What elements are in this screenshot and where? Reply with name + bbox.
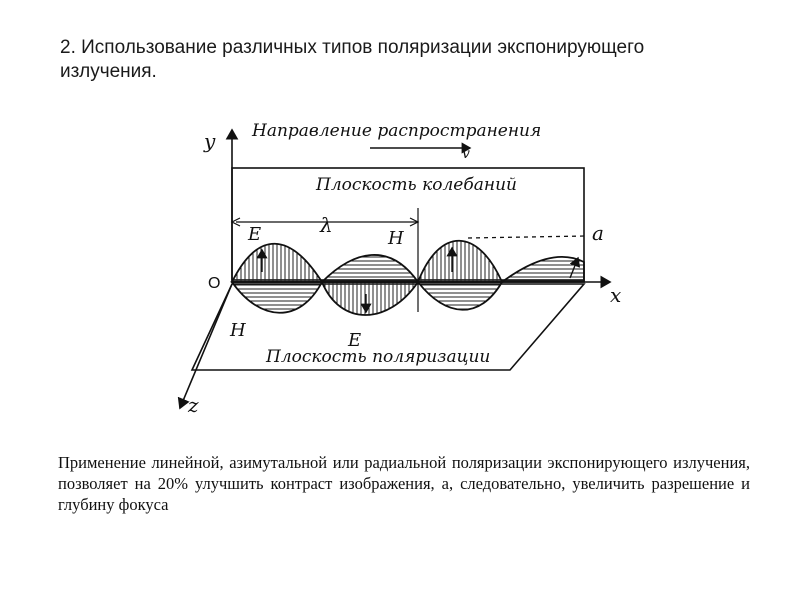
x-axis-label: x	[610, 283, 621, 307]
h-wave-lobe-3	[416, 281, 504, 311]
wave-figure-svg: y Направление распространения v Плоскост…	[177, 121, 621, 417]
polarization-plane-label: Плоскость поляризации	[265, 347, 490, 367]
e-top-label: E	[247, 224, 261, 245]
e-bottom-label: E	[347, 330, 361, 351]
h-bottom-label: H	[229, 320, 246, 341]
velocity-label: v	[462, 146, 470, 162]
origin-label: O	[208, 275, 220, 292]
z-axis-line	[177, 283, 233, 410]
oscillation-plane-label: Плоскость колебаний	[315, 175, 517, 195]
e-wave-lobe-3	[416, 240, 504, 283]
h-wave-lobe-4	[499, 255, 585, 283]
e-wave-lobe-1	[230, 243, 324, 283]
y-axis-label: y	[203, 129, 216, 153]
envelope-dashed-line	[467, 235, 587, 239]
propagation-label: Направление распространения	[251, 121, 541, 141]
polarization-diagram: y Направление распространения v Плоскост…	[140, 112, 640, 432]
e-wave-lobe-2	[320, 281, 420, 316]
lambda-label: λ	[319, 213, 333, 237]
z-axis-label: z	[187, 393, 199, 417]
h-wave-lobe-1	[230, 281, 324, 314]
h-top-label: H	[387, 228, 404, 249]
slide-title: 2. Использование различных типов поляриз…	[60, 37, 645, 82]
h-wave-lobe-2	[319, 254, 420, 283]
a-label: a	[592, 221, 604, 245]
body-paragraph: Применение линейной, азимутальной или ра…	[58, 453, 750, 514]
